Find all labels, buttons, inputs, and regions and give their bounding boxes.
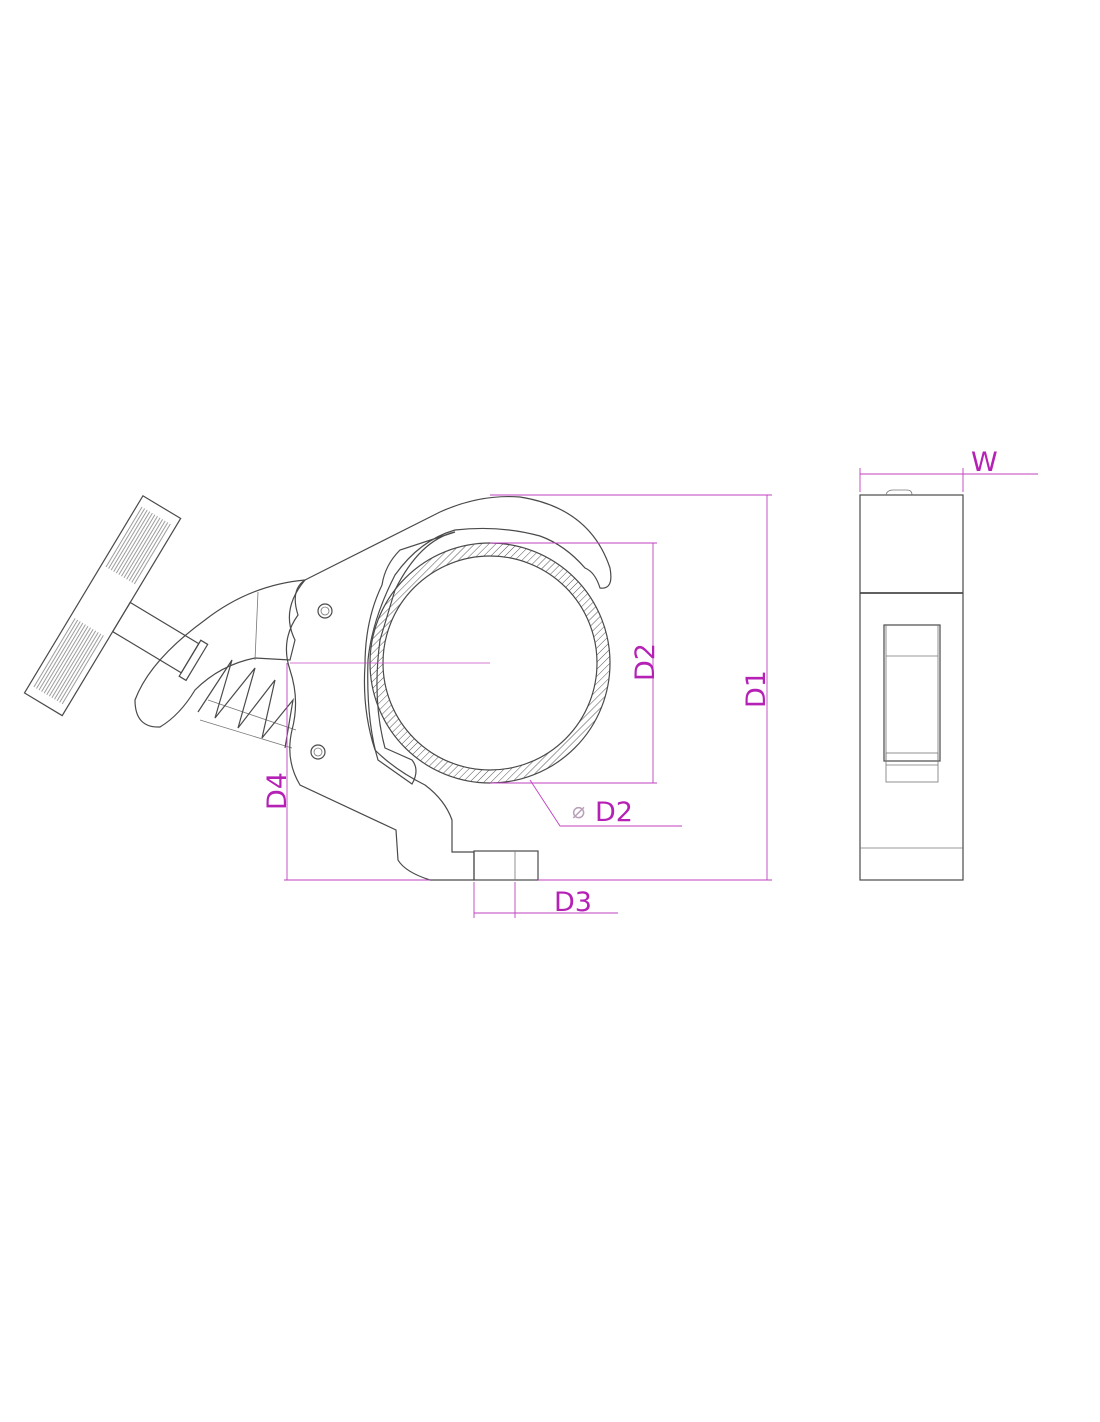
d1-label: D1 <box>741 670 772 708</box>
t-knob <box>23 494 209 717</box>
diameter-d2-label: D2 <box>595 797 633 828</box>
side-view <box>859 489 964 881</box>
pin-lower <box>310 744 326 760</box>
d4-label: D4 <box>262 772 293 810</box>
pin-upper <box>317 603 333 619</box>
d2-label: D2 <box>630 643 661 681</box>
foot-block <box>473 850 539 881</box>
dimensions: D1 D2 ⌀ D2 D4 D3 W <box>262 447 1038 918</box>
d3-label: D3 <box>554 887 592 918</box>
w-label: W <box>971 447 998 478</box>
spring <box>197 659 297 749</box>
lever <box>134 579 307 728</box>
front-view <box>23 494 612 881</box>
diameter-symbol: ⌀ <box>572 799 585 824</box>
